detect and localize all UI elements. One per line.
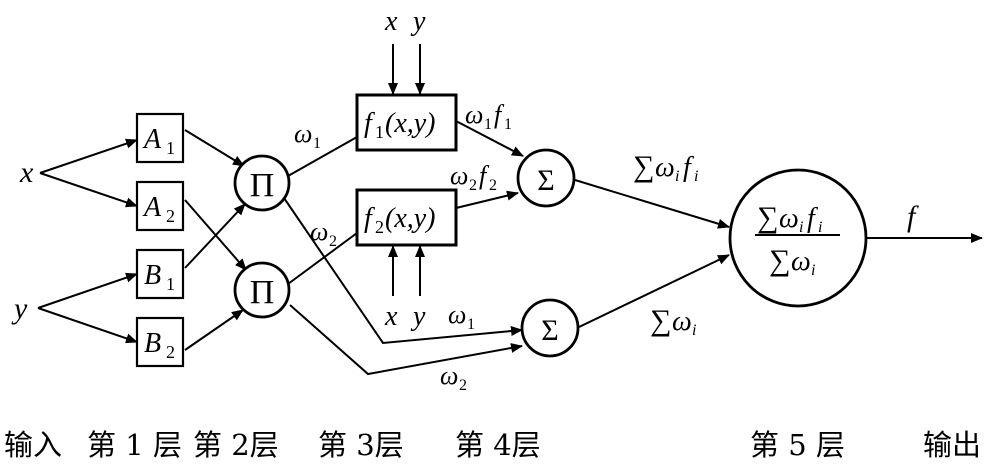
- svg-text:i: i: [675, 168, 679, 185]
- svg-text:2: 2: [375, 217, 384, 237]
- edge-x-a1: [39, 138, 138, 174]
- svg-text:1: 1: [467, 316, 475, 333]
- label-w2: ω 2: [310, 217, 337, 250]
- svg-text:ω: ω: [655, 152, 675, 183]
- node-a2: A 2: [135, 180, 185, 232]
- svg-text:(x,y): (x,y): [385, 203, 436, 234]
- edge-f2-sum1: [455, 190, 519, 209]
- svg-text:∑: ∑: [769, 244, 790, 277]
- label-w1f1: ω 1 f 1: [465, 100, 512, 133]
- edge-pi2-f2: [287, 232, 358, 285]
- svg-text:i: i: [818, 219, 822, 236]
- node-b1: B 1: [135, 248, 185, 300]
- node-sum2: Σ: [520, 298, 580, 358]
- edge-y-b1: [37, 272, 138, 309]
- edge-a1-pi1: [184, 129, 245, 167]
- node-f1: f 1 (x,y): [355, 93, 458, 152]
- svg-text:1: 1: [484, 116, 492, 133]
- svg-text:1: 1: [375, 122, 384, 142]
- label-w2f2: ω 2 f 2: [450, 161, 497, 194]
- svg-text:i: i: [694, 168, 698, 185]
- edge-sum2-out: [578, 254, 730, 328]
- svg-text:∑: ∑: [757, 201, 778, 234]
- svg-text:1: 1: [313, 135, 321, 152]
- svg-text:f: f: [479, 161, 490, 190]
- svg-text:ω: ω: [440, 361, 458, 390]
- svg-text:1: 1: [504, 116, 512, 133]
- svg-text:i: i: [799, 219, 803, 236]
- bottom-input-x: x: [384, 301, 398, 332]
- svg-text:2: 2: [489, 177, 497, 194]
- svg-text:ω: ω: [672, 306, 692, 337]
- output-f-label: f: [907, 200, 919, 233]
- svg-text:f: f: [683, 152, 694, 183]
- layer-label-3: 第 3层: [318, 428, 404, 462]
- edge-x-a2: [39, 172, 138, 208]
- svg-text:B: B: [144, 328, 161, 359]
- layer-label-input: 输入: [4, 428, 62, 462]
- edge-b1-pi1: [184, 203, 246, 269]
- svg-text:∑: ∑: [633, 150, 654, 183]
- layer-label-2: 第 2层: [193, 428, 279, 462]
- node-pi1: Π: [233, 154, 291, 212]
- svg-text:f: f: [807, 203, 818, 234]
- bottom-input-y: y: [410, 301, 426, 332]
- svg-text:2: 2: [329, 233, 337, 250]
- top-input-y: y: [410, 6, 426, 37]
- input-x-label: x: [19, 156, 34, 189]
- svg-text:(x,y): (x,y): [385, 108, 436, 139]
- svg-text:ω: ω: [791, 246, 811, 277]
- svg-text:f: f: [364, 108, 375, 139]
- svg-text:ω: ω: [448, 300, 466, 329]
- svg-text:A: A: [142, 192, 162, 223]
- layer-label-output: 输出: [923, 428, 981, 462]
- svg-text:Π: Π: [250, 274, 275, 311]
- node-a1: A 1: [135, 112, 185, 164]
- label-sum-w: ∑ ω i: [650, 304, 696, 339]
- svg-text:ω: ω: [465, 100, 483, 129]
- svg-text:2: 2: [166, 206, 175, 226]
- edge-b2-pi2: [184, 309, 244, 351]
- layer-label-1: 第 1 层: [87, 428, 182, 462]
- svg-text:Σ: Σ: [537, 164, 554, 197]
- top-input-x: x: [384, 6, 398, 37]
- svg-text:ω: ω: [450, 161, 468, 190]
- label-bypass-w2: ω 2: [440, 361, 467, 394]
- node-b2: B 2: [135, 316, 185, 368]
- svg-text:A: A: [142, 124, 162, 155]
- svg-text:f: f: [364, 203, 375, 234]
- svg-text:Π: Π: [250, 167, 275, 204]
- svg-text:B: B: [144, 260, 161, 291]
- node-sum1: Σ: [516, 148, 576, 208]
- svg-text:∑: ∑: [650, 304, 671, 337]
- node-normalize: ∑ ω i f i ∑ ω i: [728, 168, 868, 308]
- node-f2: f 2 (x,y): [355, 188, 458, 247]
- edge-pi2-sum2: [289, 304, 523, 376]
- edge-pi1-f1: [287, 136, 358, 177]
- layer-label-5: 第 5 层: [750, 428, 845, 462]
- svg-text:i: i: [811, 262, 815, 279]
- edge-y-b2: [37, 307, 138, 344]
- label-w1: ω 1: [294, 119, 321, 152]
- svg-text:Σ: Σ: [541, 314, 558, 347]
- svg-text:ω: ω: [294, 119, 312, 148]
- edge-sum1-out: [574, 179, 730, 229]
- svg-text:ω: ω: [310, 217, 328, 246]
- label-sum-wf: ∑ ω i f i: [633, 150, 698, 185]
- svg-text:ω: ω: [779, 203, 799, 234]
- svg-text:1: 1: [166, 138, 175, 158]
- edge-f1-sum1: [455, 120, 524, 157]
- node-pi2: Π: [233, 261, 291, 319]
- edge-pi1-sum2: [283, 197, 523, 345]
- svg-text:1: 1: [166, 274, 175, 294]
- input-y-label: y: [11, 292, 28, 325]
- svg-text:2: 2: [166, 342, 175, 362]
- label-bypass-w1: ω 1: [448, 300, 475, 333]
- svg-text:i: i: [692, 322, 696, 339]
- svg-text:2: 2: [459, 377, 467, 394]
- svg-text:2: 2: [469, 177, 477, 194]
- svg-text:f: f: [494, 100, 505, 129]
- layer-label-4: 第 4层: [455, 428, 541, 462]
